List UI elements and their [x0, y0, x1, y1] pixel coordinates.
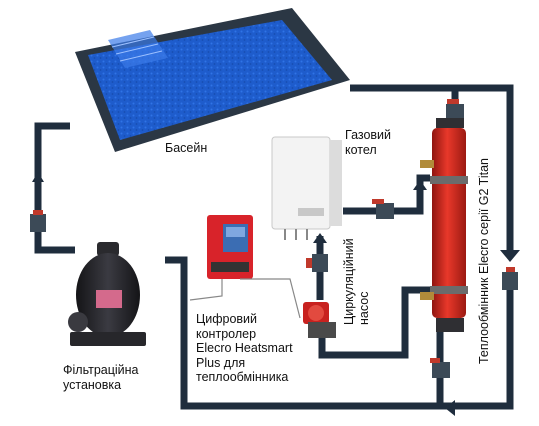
controller-label-line: Plus для — [196, 355, 246, 370]
flow-arrows — [32, 172, 520, 416]
arrow-icon — [413, 180, 427, 190]
pipe-network — [34, 84, 514, 410]
exchanger-cap-bottom — [436, 318, 464, 332]
filter-label-line: Фільтраційна — [63, 363, 139, 377]
controller-label-line: контролер — [196, 326, 257, 341]
pump-label: Циркуляційний насос — [342, 238, 371, 325]
pipe-pool-to-filter — [34, 122, 75, 254]
filter-label-text: Фільтраційна установка — [63, 363, 139, 392]
pipe-filter-to-exchanger — [165, 256, 514, 410]
filter-base — [70, 332, 146, 346]
filter-pump — [68, 312, 88, 332]
valves — [30, 99, 518, 378]
controller-label-line: теплообмінника — [196, 370, 289, 384]
pool-label: Басейн — [165, 141, 208, 155]
arrow-icon — [313, 233, 327, 243]
boiler-panel — [298, 208, 324, 216]
pump-label-line: Циркуляційний — [342, 238, 356, 325]
arrow-icon — [32, 172, 44, 182]
controller-label-line: Цифровий — [196, 312, 258, 326]
valve-icon — [446, 99, 464, 118]
controller-cable — [189, 278, 301, 319]
filter-label-line: установка — [63, 377, 122, 392]
gas-boiler-label-line: Газовий — [345, 128, 392, 142]
exchanger-band — [430, 176, 468, 184]
boiler-side — [330, 140, 342, 226]
pump-head — [308, 305, 324, 321]
exchanger-cap-top — [436, 118, 464, 128]
exchanger-inlet — [420, 292, 434, 300]
arrow-icon — [500, 250, 520, 262]
controller-base — [211, 262, 249, 272]
pipe-boiler-to-exchanger — [343, 174, 430, 215]
valve-icon — [372, 199, 394, 219]
filter-label — [96, 290, 122, 308]
controller-screen-glare — [226, 227, 245, 237]
pump-label-line: насос — [356, 291, 371, 325]
pump-housing — [308, 322, 336, 338]
exchanger-body — [432, 128, 466, 318]
valve-icon — [30, 210, 46, 232]
valve-icon — [430, 358, 450, 378]
pool — [75, 8, 350, 152]
circulation-pump — [303, 302, 336, 338]
pipe-exchanger-top-to-pool — [350, 84, 514, 250]
gas-boiler — [271, 136, 342, 240]
controller-label-line: Elecro Heatsmart — [196, 341, 293, 355]
valve-icon — [502, 267, 518, 290]
arrow-icon — [445, 400, 455, 416]
heat-exchanger — [420, 118, 468, 332]
digital-controller — [189, 215, 301, 319]
controller-label: Цифровий контролер Elecro Heatsmart Plus… — [196, 312, 293, 385]
valve-icon — [306, 254, 328, 272]
pipe-pump-loop — [318, 286, 430, 359]
gas-boiler-label: Газовий котел — [345, 128, 391, 157]
filter-valve-top — [97, 242, 119, 256]
exchanger-outlet — [420, 160, 434, 168]
boiler-pipes — [284, 229, 308, 240]
gas-boiler-label-line: котел — [345, 142, 377, 157]
exchanger-band — [430, 286, 468, 294]
heat-exchanger-label: Теплообмінник Elecro серії G2 Titan — [477, 157, 491, 364]
filter-unit — [68, 242, 146, 346]
pool-steps-lines — [111, 36, 163, 62]
